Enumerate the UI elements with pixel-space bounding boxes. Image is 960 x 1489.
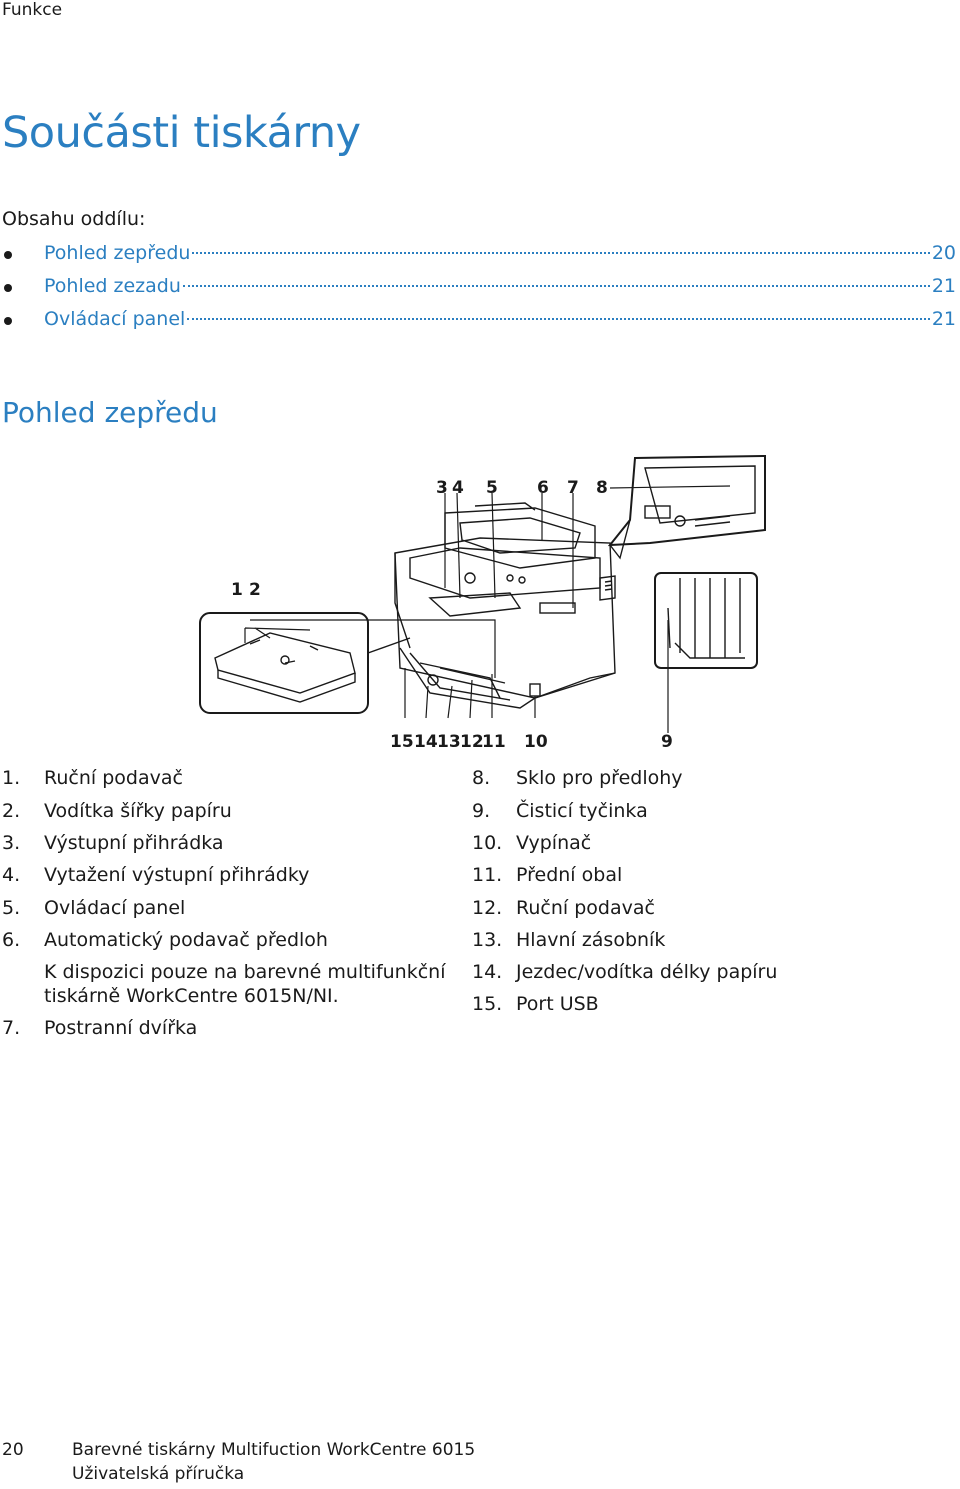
legend-number: 3. — [2, 832, 21, 854]
legend-text: Jezdec/vodítka délky papíru — [516, 961, 778, 983]
toc-item: Pohled zepředu 20 — [0, 240, 960, 273]
legend-text: Čisticí tyčinka — [516, 800, 648, 822]
legend-text: Postranní dvířka — [44, 1017, 198, 1039]
toc-page-number: 20 — [931, 242, 956, 264]
callout-5: 5 — [486, 478, 498, 498]
section-title: Pohled zepředu — [2, 396, 218, 429]
toc-item: Pohled zezadu 21 — [0, 273, 960, 306]
toc-item: Ovládací panel 21 — [0, 306, 960, 339]
printer-illustration: 1 2 3 4 5 6 7 8 15 14 13 12 11 10 9 — [199, 454, 766, 752]
printer-body — [394, 502, 616, 709]
legend-number: 2. — [2, 800, 21, 822]
callout-9: 9 — [661, 732, 673, 752]
legend-number: 8. — [472, 767, 491, 789]
toc-intro: Obsahu oddílu: — [2, 208, 146, 230]
callout-6: 6 — [537, 478, 549, 498]
callout-8: 8 — [596, 478, 608, 498]
callout-7: 7 — [567, 478, 579, 498]
bullet-icon — [4, 251, 12, 259]
callout-12: 12 — [460, 732, 484, 752]
callout-3: 3 — [436, 478, 448, 498]
legend-number: 6. — [2, 929, 21, 951]
toc-leader — [187, 318, 930, 320]
callout-2: 2 — [249, 580, 261, 600]
toc-link-ovladaci-panel[interactable]: Ovládací panel — [44, 308, 186, 330]
legend-number: 7. — [2, 1017, 21, 1039]
toc-link-pohled-zepredu[interactable]: Pohled zepředu — [44, 242, 191, 264]
footer-page-number: 20 — [2, 1440, 24, 1460]
toc-leader — [182, 285, 930, 287]
callout-4: 4 — [452, 478, 464, 498]
legend-note-line-1: K dispozici pouze na barevné multifunkčn… — [44, 961, 446, 983]
running-header: Funkce — [2, 0, 63, 20]
callout-11: 11 — [482, 732, 506, 752]
legend-number: 4. — [2, 864, 21, 886]
legend-number: 13. — [472, 929, 503, 951]
callout-15: 15 — [390, 732, 414, 752]
callout-13: 13 — [437, 732, 461, 752]
toc-leader — [192, 252, 930, 254]
legend-text: Výstupní přihrádka — [44, 832, 224, 854]
callout-14: 14 — [414, 732, 438, 752]
footer-title: Barevné tiskárny Multifuction WorkCentre… — [72, 1440, 476, 1460]
legend-number: 5. — [2, 897, 21, 919]
bullet-icon — [4, 317, 12, 325]
toc-page-number: 21 — [931, 308, 956, 330]
legend-number: 12. — [472, 897, 503, 919]
legend-text: Hlavní zásobník — [516, 929, 666, 951]
legend-number: 9. — [472, 800, 491, 822]
document-glass-inset — [607, 454, 766, 560]
manual-feeder-inset — [199, 612, 411, 714]
legend-text: Přední obal — [516, 864, 623, 886]
toc-page-number: 21 — [931, 275, 956, 297]
legend-text: Ruční podavač — [44, 767, 183, 789]
legend-number: 14. — [472, 961, 503, 983]
legend-note-line-2: tiskárně WorkCentre 6015N/NI. — [44, 985, 339, 1007]
bullet-icon — [4, 284, 12, 292]
legend-number: 1. — [2, 767, 21, 789]
page-title: Součásti tiskárny — [2, 108, 361, 158]
legend-text: Ovládací panel — [44, 897, 186, 919]
callout-10: 10 — [524, 732, 548, 752]
callout-1: 1 — [231, 580, 243, 600]
legend-text: Ruční podavač — [516, 897, 655, 919]
legend-text: Vytažení výstupní přihrádky — [44, 864, 310, 886]
callout-leaders — [244, 485, 731, 733]
cleaning-rod-inset — [654, 572, 758, 669]
toc-list: Pohled zepředu 20 Pohled zezadu 21 Ovlád… — [0, 240, 960, 339]
legend-text: Vypínač — [516, 832, 592, 854]
legend-text: Vodítka šířky papíru — [44, 800, 232, 822]
legend-text: Automatický podavač předloh — [44, 929, 328, 951]
toc-link-pohled-zezadu[interactable]: Pohled zezadu — [44, 275, 181, 297]
legend-number: 10. — [472, 832, 503, 854]
legend-text: Port USB — [516, 993, 599, 1015]
legend-number: 15. — [472, 993, 503, 1015]
legend-text: Sklo pro předlohy — [516, 767, 683, 789]
footer-subtitle: Uživatelská příručka — [72, 1464, 245, 1484]
legend-number: 11. — [472, 864, 503, 886]
